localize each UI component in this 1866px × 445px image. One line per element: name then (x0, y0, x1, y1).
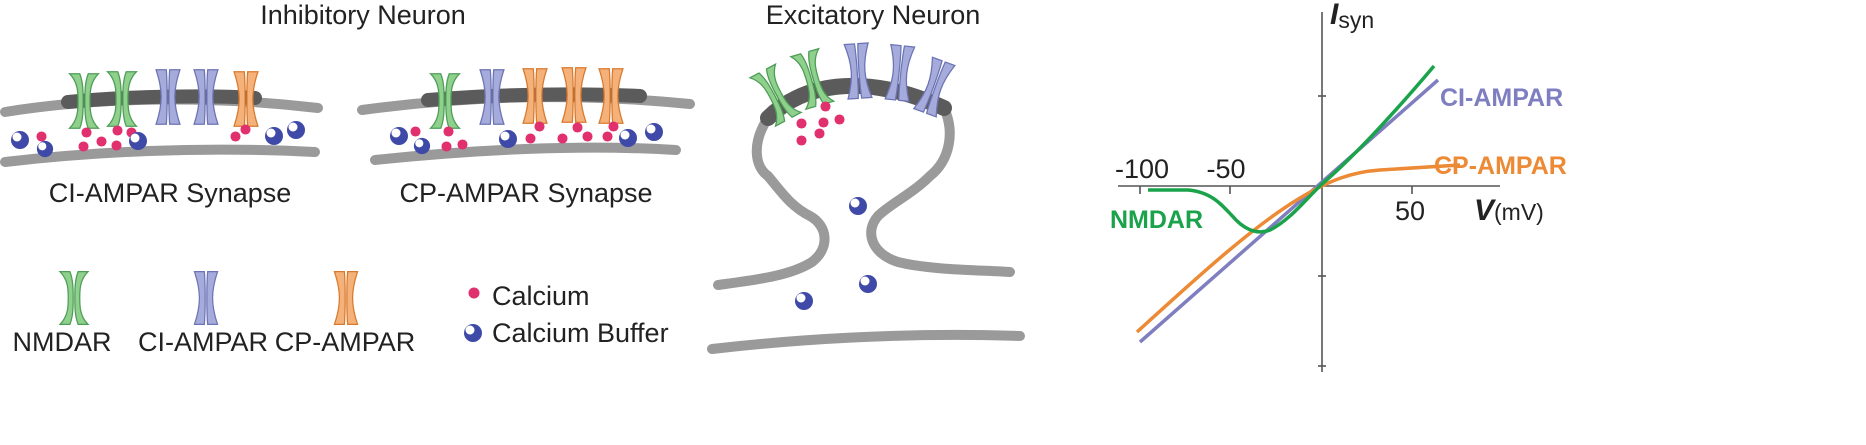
legend-nmdar-icon (59, 270, 89, 326)
inhibitory-neuron-title: Inhibitory Neuron (260, 0, 466, 30)
legend-cp-ampar-icon (333, 270, 359, 326)
y-ticks (1318, 95, 1326, 367)
cp-ampar-synapse (357, 67, 695, 165)
legend-nmdar-label: NMDAR (13, 327, 112, 357)
legend-ci-ampar-icon (193, 270, 219, 326)
legend-calcium-icon (468, 287, 480, 299)
cp-ampar-curve-label: CP-AMPAR (1434, 152, 1567, 180)
y-axis-label: Isyn (1330, 0, 1374, 33)
x-tick-label: 50 (1395, 196, 1425, 226)
legend: NMDAR CI-AMPAR CP-AMPAR Calcium Calcium … (13, 270, 669, 357)
x-axis-label: V(mV) (1474, 194, 1544, 227)
ci-ampar-synapse-label: CI-AMPAR Synapse (49, 178, 292, 208)
dendritic-spine (707, 42, 1025, 354)
iv-plot: -100 -50 50 Isyn V(mV) CI-AMPAR CP-AMPAR… (1110, 0, 1567, 372)
spine-membrane-left (713, 113, 830, 290)
ci-ampar-curve (1138, 78, 1440, 344)
ci-ampar-curve-label: CI-AMPAR (1440, 84, 1563, 112)
calcium-cluster (796, 101, 845, 146)
nmdar-curve-label: NMDAR (1110, 206, 1203, 234)
legend-calcium-label: Calcium (492, 281, 590, 311)
cp-ampar-synapse-label: CP-AMPAR Synapse (399, 178, 652, 208)
dendrite-membrane (707, 329, 1025, 354)
legend-ci-ampar-label: CI-AMPAR (138, 327, 268, 357)
membrane-lower (0, 144, 320, 167)
membrane-lower (370, 142, 681, 165)
spine-membrane-right (866, 103, 1015, 277)
legend-calcium-buffer-label: Calcium Buffer (492, 318, 669, 348)
x-ticks (1139, 186, 1413, 194)
excitatory-neuron-title: Excitatory Neuron (766, 0, 981, 30)
legend-cp-ampar-label: CP-AMPAR (275, 327, 416, 357)
x-tick-label: -50 (1206, 154, 1245, 184)
x-tick-label: -100 (1115, 154, 1169, 184)
ci-ampar-synapse (0, 69, 323, 167)
legend-calcium-buffer-icon (464, 324, 482, 342)
postsynaptic-density (61, 89, 262, 109)
nmdar-curve (1148, 64, 1436, 234)
